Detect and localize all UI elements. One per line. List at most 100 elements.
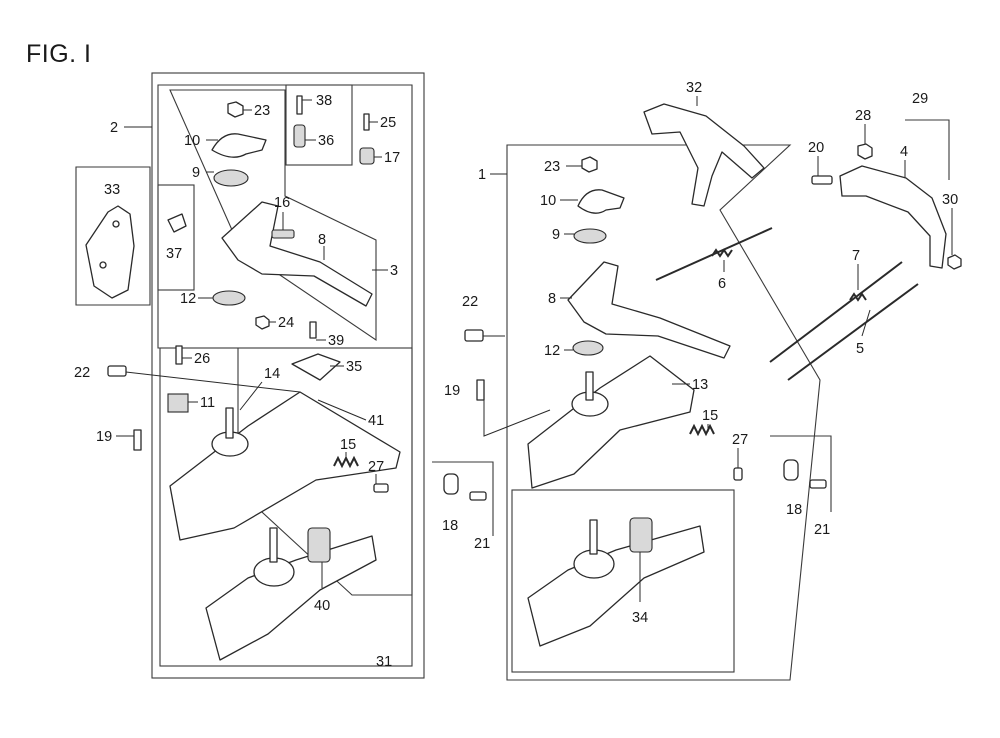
figure-title: FIG. I <box>26 40 92 68</box>
callout-40: 40 <box>314 598 330 614</box>
screw-21-left <box>469 491 487 501</box>
collar-17 <box>359 147 375 165</box>
bolt-19-right <box>476 379 485 401</box>
callout-9a: 9 <box>192 165 200 181</box>
callout-38: 38 <box>316 93 332 109</box>
base-plate-13 <box>527 355 695 489</box>
right-assembly-parts <box>443 156 743 647</box>
grommet-18-left <box>443 473 459 495</box>
callout-27a: 27 <box>368 459 384 475</box>
nut-28 <box>857 143 873 160</box>
frame-assembly-1 <box>506 144 821 681</box>
washer-12-left <box>212 290 246 306</box>
callout-28: 28 <box>855 108 871 124</box>
bolt-26 <box>175 345 183 365</box>
bolt-25 <box>363 113 370 131</box>
bolt-38 <box>296 95 303 115</box>
callout-16: 16 <box>274 195 290 211</box>
callout-20: 20 <box>808 140 824 156</box>
lever-8-left <box>221 201 373 307</box>
washer-9-right <box>573 228 607 244</box>
callout-31: 31 <box>376 654 392 670</box>
spring-16 <box>271 229 295 239</box>
callout-10b: 10 <box>540 193 556 209</box>
bolt-20 <box>811 175 833 185</box>
callout-labels: 2 33 37 23 38 25 10 36 17 9 16 8 3 12 24… <box>74 80 958 670</box>
callout-8a: 8 <box>318 232 326 248</box>
left-assembly-parts <box>85 95 401 661</box>
bolt-27-right <box>733 467 743 481</box>
callout-4: 4 <box>900 144 908 160</box>
bolt-39 <box>309 321 317 339</box>
callout-33: 33 <box>104 182 120 198</box>
callout-17: 17 <box>384 150 400 166</box>
arm-4 <box>839 165 947 269</box>
frame-assembly-37 <box>157 184 195 291</box>
nut-23-left <box>227 101 244 118</box>
callout-34: 34 <box>632 610 648 626</box>
callout-2: 2 <box>110 120 118 136</box>
frame-assembly-18-21-left <box>432 461 494 536</box>
rod-7 <box>769 261 903 363</box>
bolt-27-left <box>373 483 389 493</box>
frame-assembly-31 <box>151 72 425 679</box>
callout-13: 13 <box>692 377 708 393</box>
stud-34 <box>589 519 598 555</box>
screw-21-right <box>809 479 827 489</box>
callout-25: 25 <box>380 115 396 131</box>
callout-24: 24 <box>278 315 294 331</box>
callout-18b: 18 <box>786 502 802 518</box>
bracket-33-hole <box>99 261 107 269</box>
callout-14: 14 <box>264 366 280 382</box>
frame-assembly-31-inner <box>159 347 413 667</box>
base-plate-34 <box>527 525 705 647</box>
stud-14 <box>225 407 234 439</box>
leader-5 <box>861 309 871 337</box>
callout-26: 26 <box>194 351 210 367</box>
callout-9b: 9 <box>552 227 560 243</box>
bolt-22-left <box>107 365 127 377</box>
callout-5: 5 <box>856 341 864 357</box>
frame-bolt-38-36 <box>285 84 353 166</box>
callout-21a: 21 <box>474 536 490 552</box>
bolt-22-right <box>464 329 484 342</box>
base-plate-40 <box>205 535 377 661</box>
upper-right-parts <box>643 103 962 489</box>
spring-15-right <box>689 423 715 437</box>
callout-32: 32 <box>686 80 702 96</box>
callout-23a: 23 <box>254 103 270 119</box>
callout-37: 37 <box>166 246 182 262</box>
callout-41: 41 <box>368 413 384 429</box>
leader-22a <box>125 371 301 393</box>
callout-22a: 22 <box>74 365 90 381</box>
callout-19b: 19 <box>444 383 460 399</box>
leader-19b <box>483 390 551 437</box>
callout-39: 39 <box>328 333 344 349</box>
stud-13 <box>585 371 594 401</box>
callout-12b: 12 <box>544 343 560 359</box>
lever-8-right <box>567 261 731 359</box>
stud-40 <box>269 527 278 563</box>
callout-36: 36 <box>318 133 334 149</box>
frame-assembly-33 <box>75 166 151 306</box>
callout-19a: 19 <box>96 429 112 445</box>
callout-6: 6 <box>718 276 726 292</box>
frame-assembly-18-21-right <box>770 435 832 512</box>
callout-7: 7 <box>852 248 860 264</box>
washer-12-right <box>572 340 604 356</box>
callout-15a: 15 <box>340 437 356 453</box>
spring-7 <box>849 292 867 302</box>
bracket-32 <box>643 103 765 207</box>
block-11 <box>167 393 189 413</box>
clip-37 <box>167 213 187 233</box>
callout-27b: 27 <box>732 432 748 448</box>
callout-22b: 22 <box>462 294 478 310</box>
leader-14 <box>239 381 263 411</box>
callout-30: 30 <box>942 192 958 208</box>
nut-24 <box>255 315 270 330</box>
callout-10a: 10 <box>184 133 200 149</box>
bracket-33 <box>85 205 135 299</box>
base-plate-14 <box>169 391 401 541</box>
